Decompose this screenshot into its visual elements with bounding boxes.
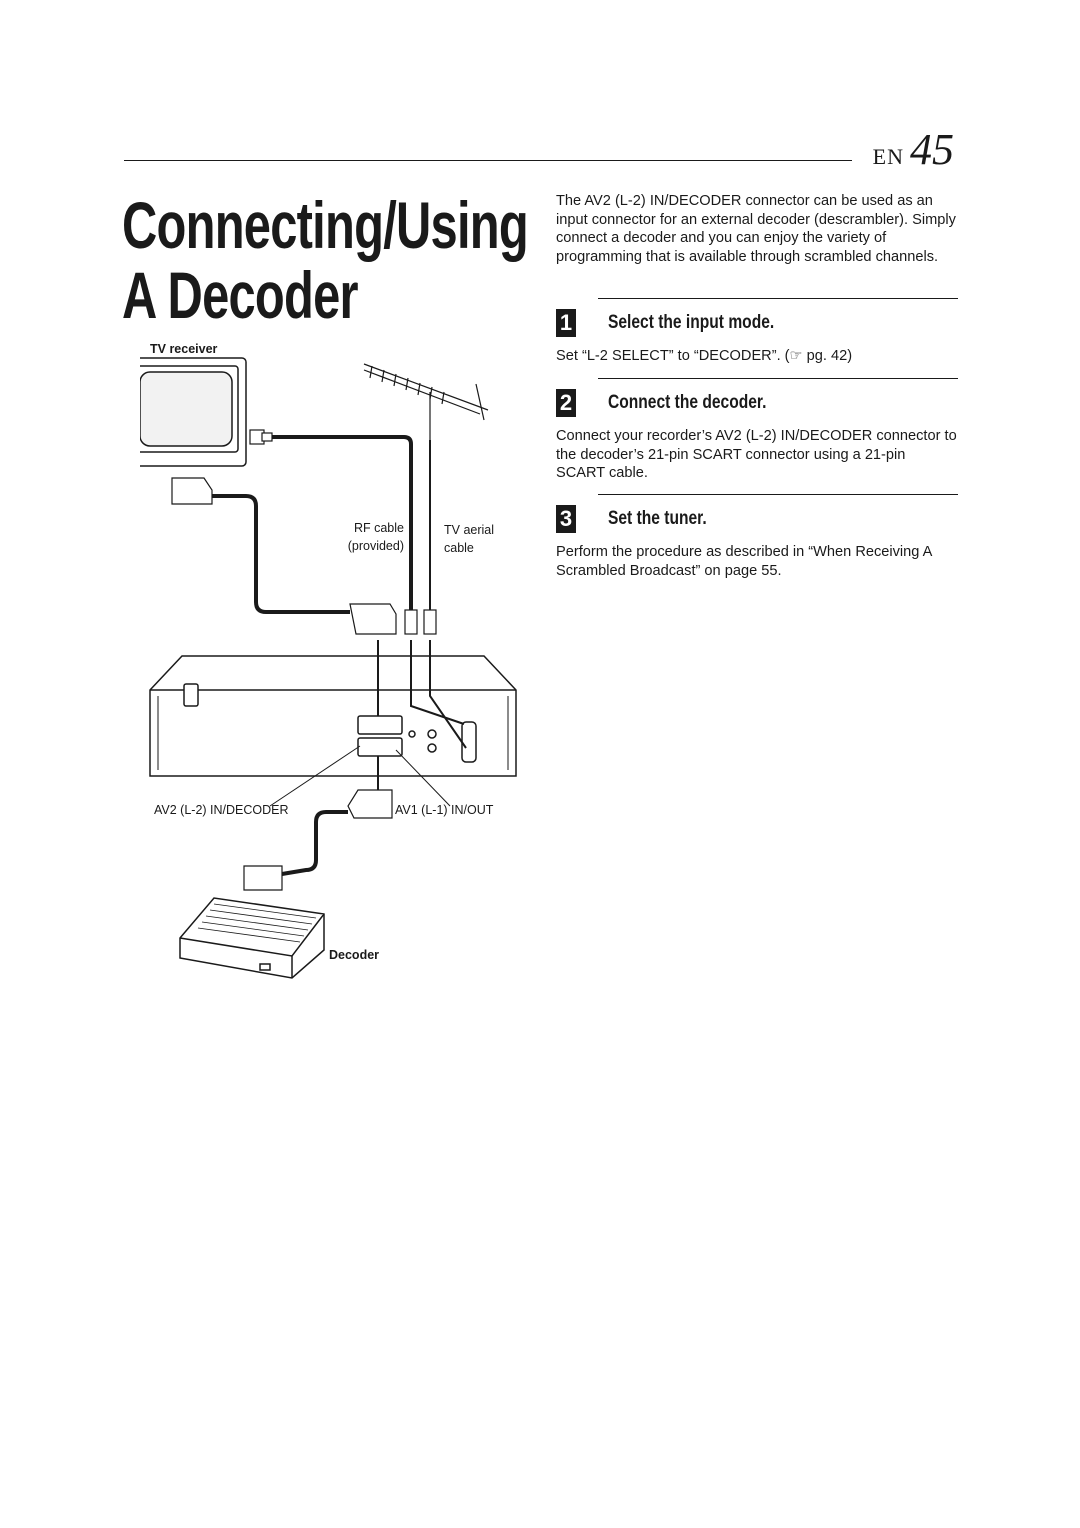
rf-cable-label: RF cable bbox=[354, 521, 404, 535]
step-number-badge: 2 bbox=[556, 389, 576, 417]
tv-aerial-cable-label: cable bbox=[444, 541, 474, 555]
rf-plug-icon bbox=[249, 429, 437, 635]
page-title: Connecting/Using A Decoder bbox=[122, 188, 529, 332]
connection-diagram: TV receiver RF cable (provided) TV aeria… bbox=[140, 342, 517, 979]
recorder-rear-panel-icon bbox=[149, 655, 517, 777]
step-number-badge: 1 bbox=[556, 309, 576, 337]
page-title-line-2: A Decoder bbox=[122, 258, 359, 332]
rf-cable bbox=[262, 435, 413, 610]
step-title: Select the input mode. bbox=[608, 312, 775, 333]
av2-connector-label: AV2 (L-2) IN/DECODER bbox=[154, 803, 289, 817]
intro-paragraph: The AV2 (L-2) IN/DECODER connector can b… bbox=[556, 193, 956, 265]
step-rule bbox=[598, 494, 958, 495]
step-heading: 3 Set the tuner. bbox=[556, 505, 958, 533]
recorder-connection-lines bbox=[269, 640, 467, 807]
page-language: EN bbox=[872, 144, 904, 169]
step-title: Set the tuner. bbox=[608, 508, 707, 529]
step-title: Connect the decoder. bbox=[608, 392, 767, 413]
tv-aerial-label: TV aerial bbox=[444, 523, 494, 537]
page-number: EN 45 bbox=[873, 128, 954, 172]
tv-receiver-icon bbox=[140, 357, 247, 467]
header-rule bbox=[124, 160, 852, 161]
decoder-box-icon bbox=[179, 897, 325, 979]
aerial-antenna-icon bbox=[363, 363, 489, 440]
step-body: Connect your recorder’s AV2 (L-2) IN/DEC… bbox=[556, 428, 957, 481]
step-3: 3 Set the tuner. Perform the procedure a… bbox=[556, 494, 958, 580]
page-title-line-1: Connecting/Using bbox=[122, 188, 529, 262]
step-1: 1 Select the input mode. Set “L-2 SELECT… bbox=[556, 298, 958, 366]
scart-cable-tv bbox=[210, 494, 350, 614]
page-number-value: 45 bbox=[910, 125, 954, 174]
step-body: Set “L-2 SELECT” to “DECODER”. (☞ pg. 42… bbox=[556, 348, 853, 364]
scart-cable-decoder bbox=[281, 810, 348, 876]
step-heading: 2 Connect the decoder. bbox=[556, 389, 958, 417]
step-number-badge: 3 bbox=[556, 505, 576, 533]
step-rule bbox=[598, 298, 958, 299]
step-heading: 1 Select the input mode. bbox=[556, 309, 958, 337]
step-body: Perform the procedure as described in “W… bbox=[556, 544, 932, 579]
rf-cable-provided-label: (provided) bbox=[348, 539, 404, 553]
decoder-label: Decoder bbox=[329, 948, 379, 962]
step-2: 2 Connect the decoder. Connect your reco… bbox=[556, 378, 958, 483]
av1-connector-label: AV1 (L-1) IN/OUT bbox=[395, 803, 494, 817]
step-rule bbox=[598, 378, 958, 379]
scart-plug-icon bbox=[171, 477, 397, 891]
tv-receiver-label: TV receiver bbox=[150, 342, 218, 356]
